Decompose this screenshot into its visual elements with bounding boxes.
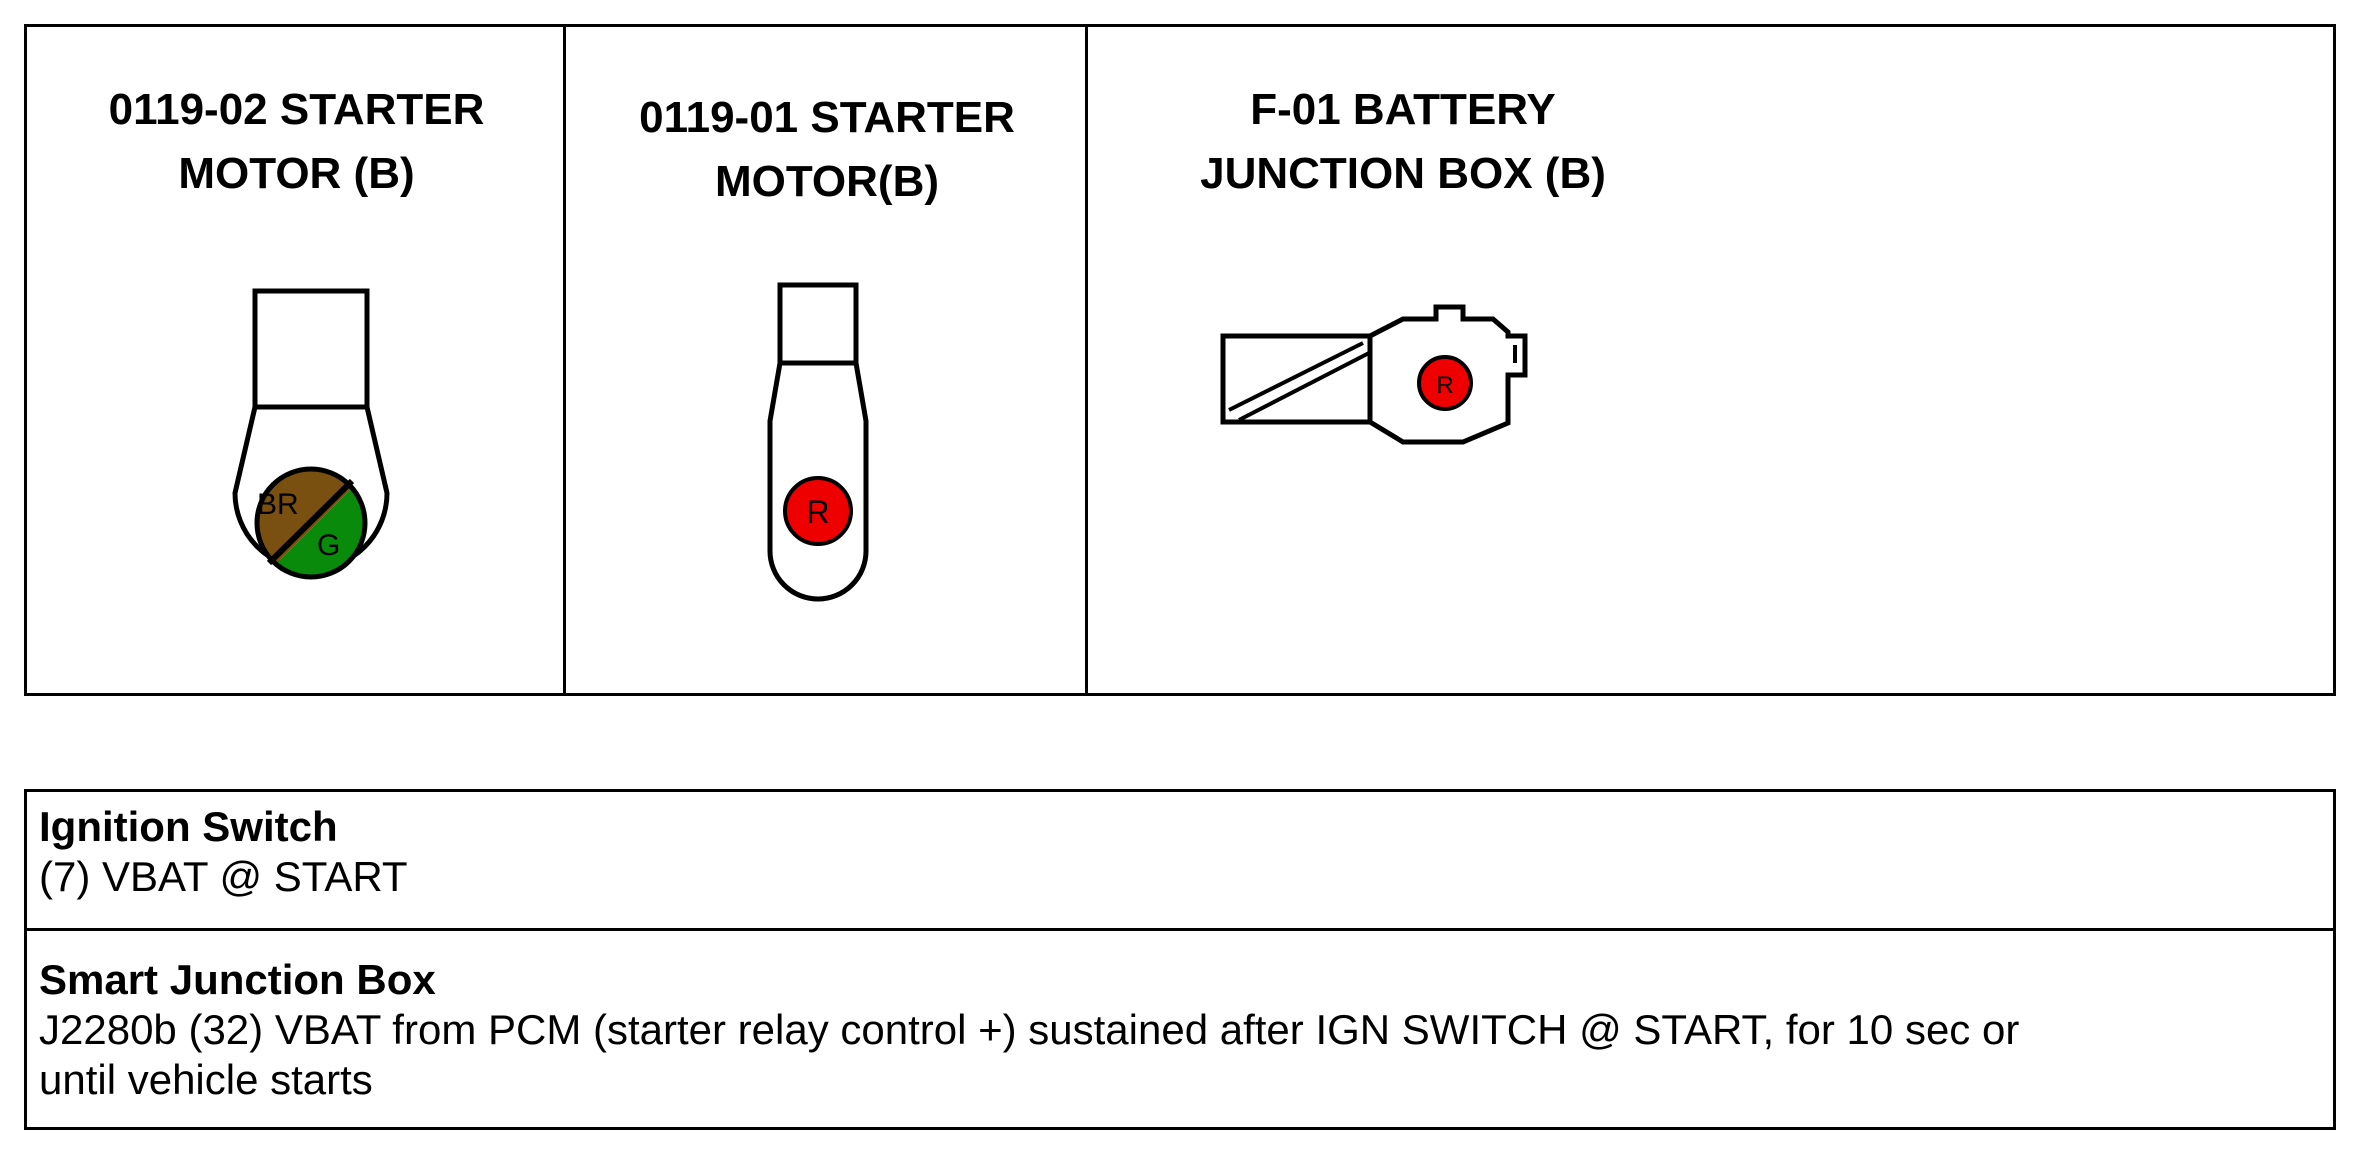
pin-label-r: R [1436,372,1453,399]
pin-label-g: G [317,529,340,562]
connector-title: F-01 BATTERY JUNCTION BOX (B) [1118,78,1688,206]
info-row-smart-junction-box: Smart Junction Box J2280b (32) VBAT from… [27,931,2333,1127]
connector-title-line1: 0119-01 STARTER [639,93,1015,142]
circuit-info-table: Ignition Switch (7) VBAT @ START Smart J… [24,789,2336,1130]
connector-cell-0119-01: 0119-01 STARTER MOTOR(B) R [566,27,1088,693]
pin-fill-r [783,476,853,546]
connector-title: 0119-01 STARTER MOTOR(B) [566,86,1088,214]
connector-cell-f-01: F-01 BATTERY JUNCTION BOX (B) R [1088,27,2336,693]
ring-terminal-icon: BR G [232,288,390,580]
connector-panel: 0119-02 STARTER MOTOR (B) BR G 0119-01 S… [24,24,2336,696]
connector-title-line2: MOTOR(B) [714,157,940,206]
connector-title-line2: JUNCTION BOX (B) [1200,149,1606,198]
ring-terminal-icon: R [767,282,869,602]
pin-label-r: R [806,494,829,530]
info-heading: Ignition Switch [39,803,338,850]
info-row-ignition-switch: Ignition Switch (7) VBAT @ START [27,792,2333,931]
connector-cell-0119-02: 0119-02 STARTER MOTOR (B) BR G [27,27,566,693]
battery-terminal-icon: R [1220,304,1528,445]
pin-label-br: BR [257,488,299,521]
connector-title-line1: F-01 BATTERY [1250,85,1556,134]
connector-title: 0119-02 STARTER MOTOR (B) [27,78,566,206]
connector-title-line1: 0119-02 STARTER [108,85,485,134]
pin-fill-r [1417,355,1473,411]
connector-title-line2: MOTOR (B) [178,149,415,198]
info-heading: Smart Junction Box [39,956,436,1003]
info-text: J2280b (32) VBAT from PCM (starter relay… [39,1006,2020,1053]
info-text: until vehicle starts [39,1056,373,1103]
info-text: (7) VBAT @ START [39,853,408,900]
